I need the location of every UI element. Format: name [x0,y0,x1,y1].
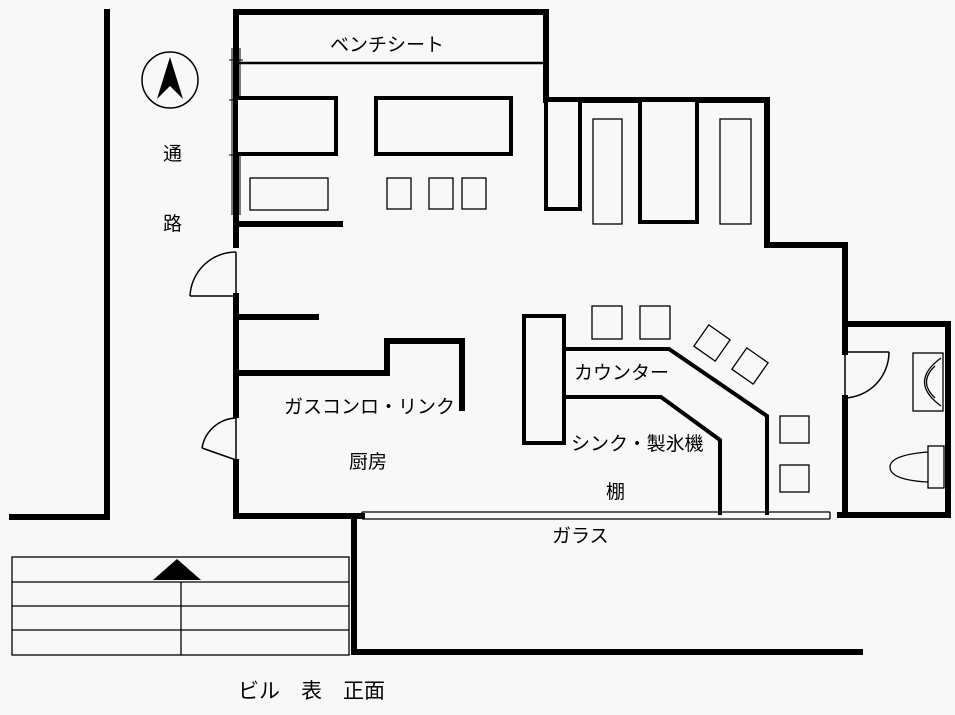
table-1 [234,96,338,156]
stool-3 [692,323,732,363]
kitchen-door [201,417,237,461]
building-front-wall [351,516,863,655]
table-4 [638,98,699,224]
stool-5 [779,415,810,444]
compass-north-icon [141,51,199,109]
kitchen-label: 厨房 [349,451,387,473]
kitchen-wall [233,338,465,411]
counter-block [522,314,566,445]
staircase [11,556,350,656]
chair-2 [428,177,454,210]
table-3 [544,98,582,211]
counter-label: カウンター [574,362,669,384]
sink-ice-machine-label: シンク・製氷機 [571,433,704,455]
glass-label: ガラス [552,525,609,547]
bench-small [249,177,329,211]
counter-inner-line [564,395,722,515]
building-front-label: ビル 表 正面 [238,679,385,703]
table-2 [374,96,513,156]
bench-2 [592,118,623,225]
passage-wall [9,9,110,520]
up-arrow-triangle-icon [153,559,201,580]
bench-3 [719,118,752,225]
stool-1 [591,305,623,340]
left-door [189,251,237,297]
stool-6 [779,464,810,493]
chair-1 [386,177,412,210]
toilet-bowl [889,445,945,489]
passage-label-1: 通 [163,143,182,165]
gas-stove-sink-label: ガスコンロ・リンク [284,396,455,418]
passage-label-2: 路 [163,213,182,235]
washbasin [912,352,944,412]
counter-top-line [564,347,769,515]
shelf-label: 棚 [606,481,625,503]
stool-4 [730,346,770,386]
bench-seat-label: ベンチシート [330,34,444,56]
main-outer-wall [233,9,951,518]
chair-3 [461,177,487,210]
stool-2 [639,305,671,340]
toilet-door [844,351,890,399]
glass-front [361,511,831,520]
